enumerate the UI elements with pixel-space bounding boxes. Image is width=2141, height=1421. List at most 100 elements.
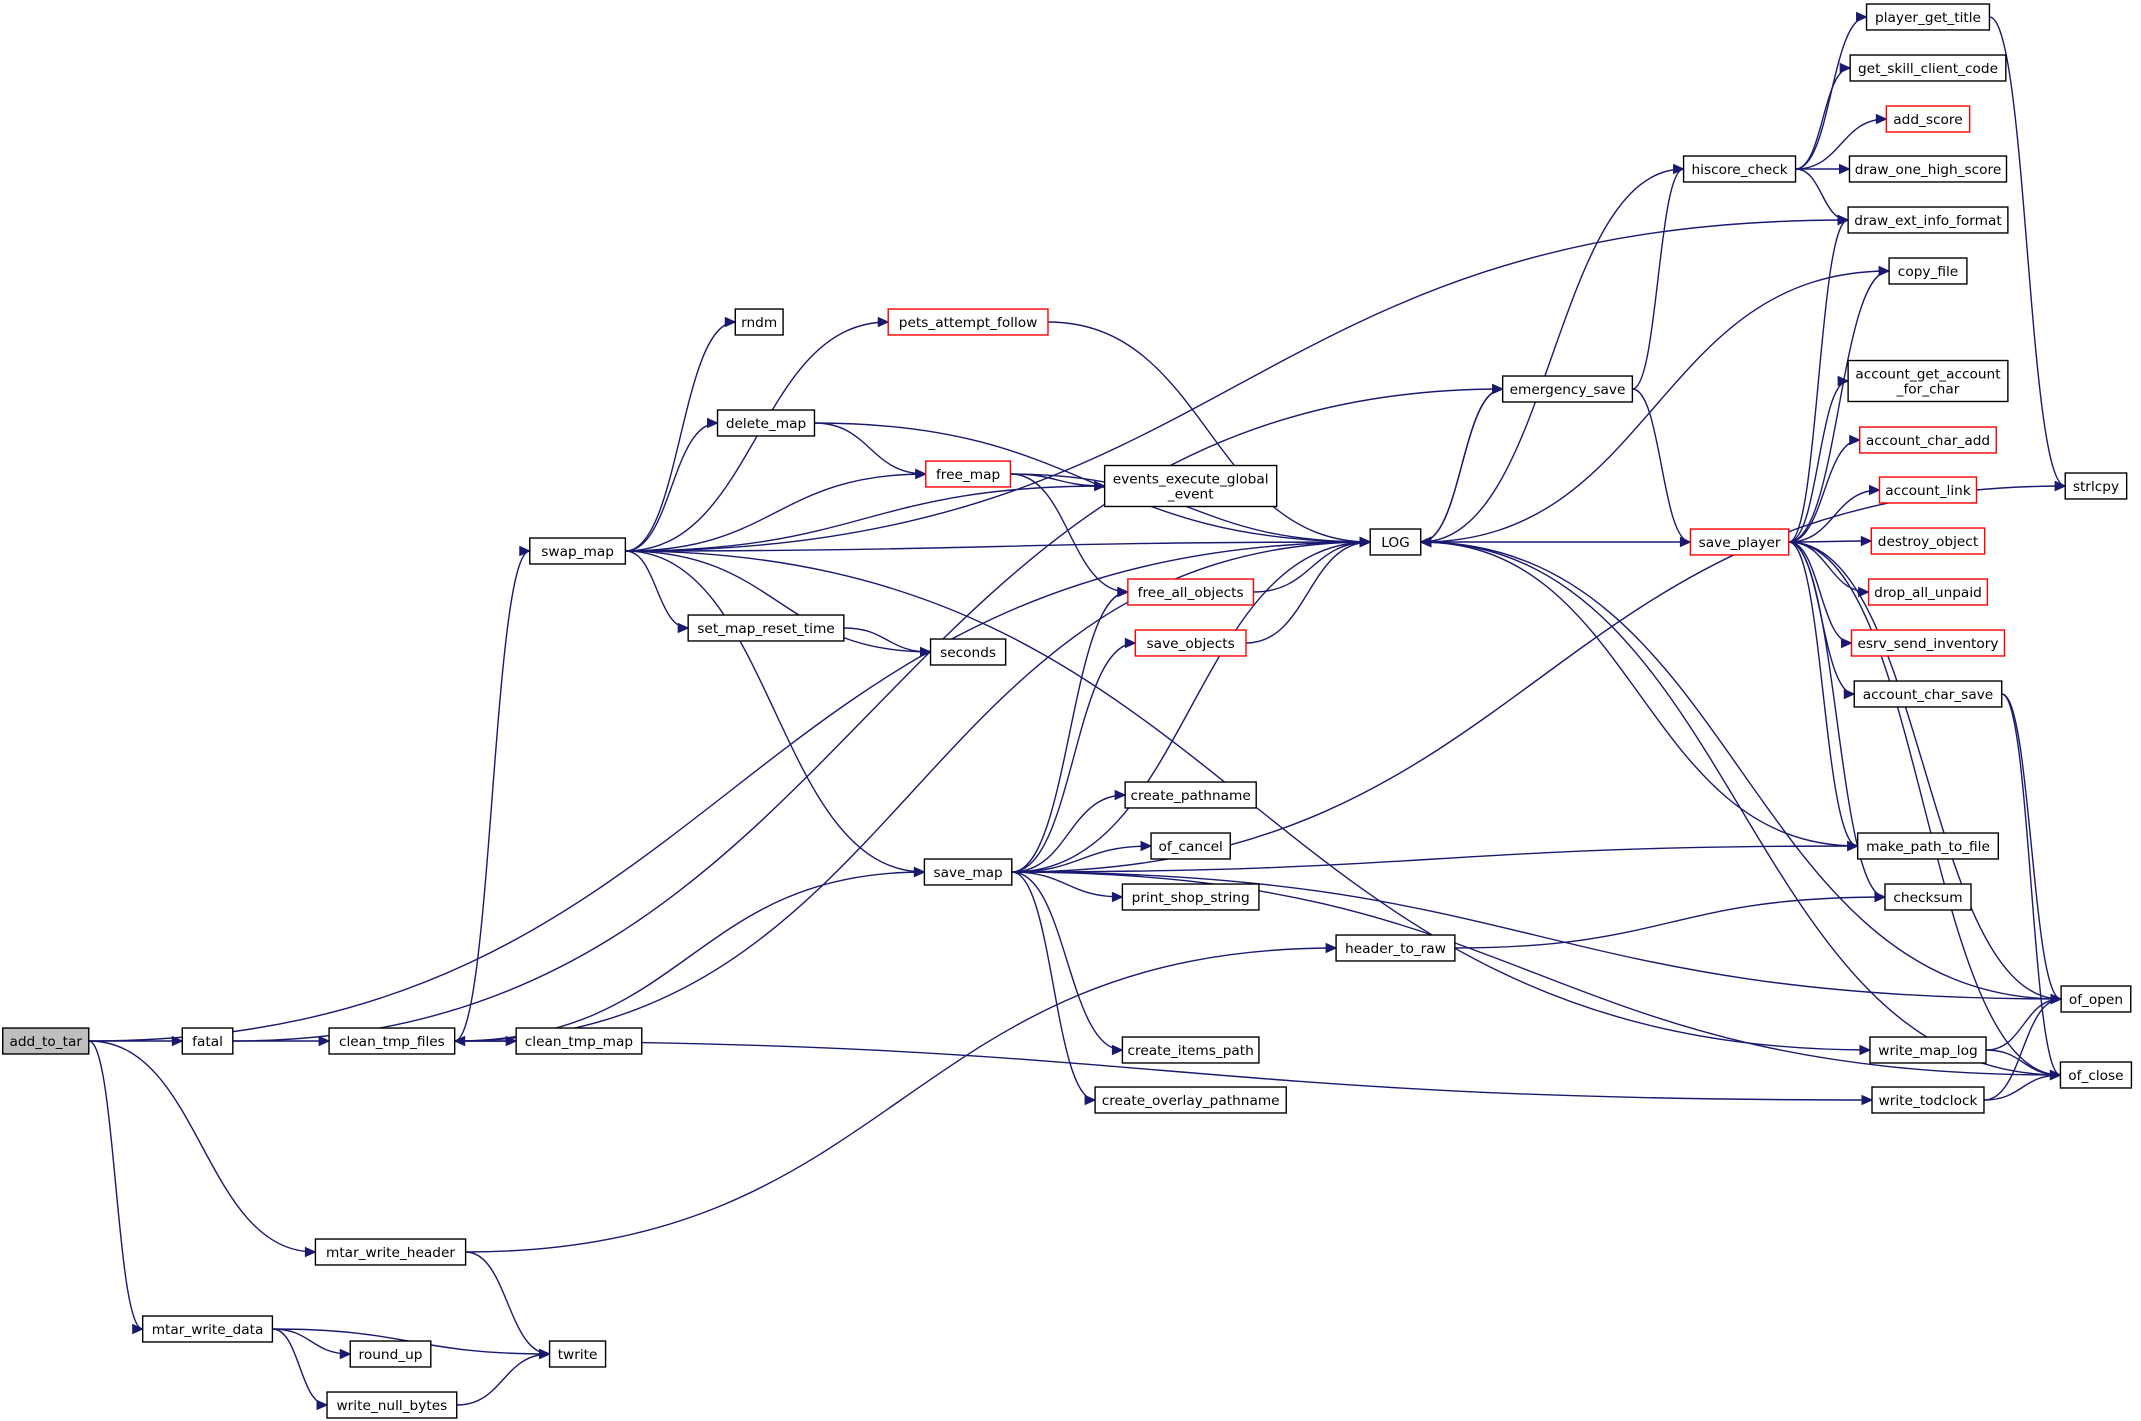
node-write_todclock[interactable]: write_todclock bbox=[1871, 1086, 1985, 1114]
node-strlcpy[interactable]: strlcpy bbox=[2064, 472, 2128, 500]
edge-emergency_save-to-save_player bbox=[1632, 388, 1691, 543]
edge-save_map-to-create_overlay_pathname bbox=[1011, 871, 1096, 1101]
edge-swap_map-to-set_map_reset_time bbox=[625, 550, 689, 629]
node-get_skill_client_code[interactable]: get_skill_client_code bbox=[1849, 54, 2007, 82]
node-clean_tmp_files[interactable]: clean_tmp_files bbox=[328, 1027, 456, 1055]
node-destroy_object[interactable]: destroy_object bbox=[1870, 527, 1986, 555]
edge-account_char_save-to-of_open bbox=[2001, 693, 2062, 1000]
node-mtar_write_data[interactable]: mtar_write_data bbox=[141, 1315, 274, 1343]
node-esrv_send_inventory[interactable]: esrv_send_inventory bbox=[1850, 629, 2006, 657]
node-box-destroy_object bbox=[1870, 527, 1986, 555]
node-label-create_pathname: create_pathname bbox=[1131, 788, 1251, 804]
node-box-of_close bbox=[2059, 1061, 2133, 1089]
node-label-strlcpy: strlcpy bbox=[2073, 479, 2119, 495]
edge-hiscore_check-to-add_score bbox=[1795, 118, 1887, 170]
arrowhead-mtar_write_data-to-round_up bbox=[339, 1348, 352, 1360]
node-box-pets_attempt_follow bbox=[887, 308, 1049, 336]
edge-save_map-to-LOG bbox=[1011, 541, 1371, 873]
arrowhead-swap_map-to-pets_attempt_follow bbox=[877, 316, 890, 328]
node-box-drop_all_unpaid bbox=[1867, 578, 1989, 606]
node-label-save_objects: save_objects bbox=[1147, 636, 1235, 652]
node-free_map[interactable]: free_map bbox=[925, 460, 1012, 488]
node-set_map_reset_time[interactable]: set_map_reset_time bbox=[687, 614, 845, 642]
node-print_shop_string[interactable]: print_shop_string bbox=[1121, 883, 1260, 911]
node-label-free_map: free_map bbox=[936, 467, 1000, 483]
node-box-save_player bbox=[1689, 528, 1790, 556]
node-mtar_write_header[interactable]: mtar_write_header bbox=[314, 1238, 467, 1266]
node-label-free_all_objects: free_all_objects bbox=[1138, 585, 1244, 601]
edge-save_player-to-make_path_to_file bbox=[1788, 541, 1858, 847]
node-account_char_add[interactable]: account_char_add bbox=[1859, 426, 1997, 454]
node-drop_all_unpaid[interactable]: drop_all_unpaid bbox=[1867, 578, 1989, 606]
edge-save_map-to-free_all_objects bbox=[1011, 591, 1128, 873]
arrowhead-save_map-to-free_all_objects bbox=[1117, 586, 1130, 598]
arrowhead-header_to_raw-to-checksum bbox=[1874, 891, 1887, 903]
node-free_all_objects[interactable]: free_all_objects bbox=[1127, 578, 1255, 606]
node-draw_one_high_score[interactable]: draw_one_high_score bbox=[1848, 155, 2008, 183]
node-account_char_save[interactable]: account_char_save bbox=[1853, 680, 2003, 708]
node-box-create_items_path bbox=[1121, 1036, 1260, 1064]
node-save_objects[interactable]: save_objects bbox=[1134, 629, 1247, 657]
node-make_path_to_file[interactable]: make_path_to_file bbox=[1856, 832, 2000, 860]
edge-add_to_tar-to-mtar_write_data bbox=[88, 1040, 143, 1330]
node-label-events_execute_global_event: _event bbox=[1167, 487, 1214, 503]
node-swap_map[interactable]: swap_map bbox=[529, 537, 627, 565]
node-write_null_bytes[interactable]: write_null_bytes bbox=[326, 1391, 458, 1419]
node-account_get_account_for_char[interactable]: account_get_account_for_char bbox=[1847, 359, 2009, 403]
edge-delete_map-to-free_map bbox=[814, 422, 926, 475]
arrowhead-swap_map-to-rndm bbox=[724, 316, 737, 328]
node-label-clean_tmp_files: clean_tmp_files bbox=[339, 1034, 445, 1050]
node-save_map[interactable]: save_map bbox=[923, 858, 1013, 886]
node-box-get_skill_client_code bbox=[1849, 54, 2007, 82]
node-label-clean_tmp_map: clean_tmp_map bbox=[525, 1034, 633, 1050]
node-label-delete_map: delete_map bbox=[726, 416, 806, 432]
node-checksum[interactable]: checksum bbox=[1884, 883, 1972, 911]
node-seconds[interactable]: seconds bbox=[929, 638, 1007, 666]
node-box-emergency_save bbox=[1501, 375, 1634, 403]
arrowhead-save_map-to-save_objects bbox=[1124, 637, 1137, 649]
node-twrite[interactable]: twrite bbox=[548, 1340, 607, 1368]
node-label-account_link: account_link bbox=[1885, 483, 1971, 499]
edge-write_todclock-to-of_open bbox=[1983, 998, 2062, 1101]
edge-save_map-to-make_path_to_file bbox=[1011, 845, 1858, 873]
node-write_map_log[interactable]: write_map_log bbox=[1869, 1036, 1987, 1064]
arrowhead-delete_map-to-free_map bbox=[915, 468, 927, 480]
node-pets_attempt_follow[interactable]: pets_attempt_follow bbox=[887, 308, 1049, 336]
node-copy_file[interactable]: copy_file bbox=[1888, 257, 1968, 285]
edge-emergency_save-to-hiscore_check bbox=[1632, 168, 1684, 390]
node-label-seconds: seconds bbox=[940, 645, 996, 661]
node-emergency_save[interactable]: emergency_save bbox=[1501, 375, 1634, 403]
node-box-round_up bbox=[349, 1340, 432, 1368]
arrowhead-swap_map-to-delete_map bbox=[707, 417, 719, 429]
node-of_open[interactable]: of_open bbox=[2060, 985, 2132, 1013]
arrowhead-mtar_write_header-to-header_to_raw bbox=[1325, 942, 1338, 954]
node-box-fatal bbox=[181, 1027, 234, 1055]
node-create_items_path[interactable]: create_items_path bbox=[1121, 1036, 1260, 1064]
edge-free_map-to-free_all_objects bbox=[1010, 473, 1128, 593]
arrowhead-LOG-to-clean_tmp_files bbox=[453, 1035, 466, 1047]
node-box-draw_ext_info_format bbox=[1847, 206, 2009, 234]
node-hiscore_check[interactable]: hiscore_check bbox=[1682, 155, 1797, 183]
node-label-of_cancel: of_cancel bbox=[1158, 839, 1222, 855]
node-draw_ext_info_format[interactable]: draw_ext_info_format bbox=[1847, 206, 2009, 234]
node-clean_tmp_map[interactable]: clean_tmp_map bbox=[515, 1027, 643, 1055]
node-add_to_tar[interactable]: add_to_tar bbox=[2, 1027, 90, 1055]
node-delete_map[interactable]: delete_map bbox=[716, 409, 816, 437]
node-add_score[interactable]: add_score bbox=[1885, 105, 1971, 133]
node-fatal[interactable]: fatal bbox=[181, 1027, 234, 1055]
node-events_execute_global_event[interactable]: events_execute_global_event bbox=[1103, 464, 1278, 508]
node-header_to_raw[interactable]: header_to_raw bbox=[1335, 934, 1456, 962]
node-box-mtar_write_header bbox=[314, 1238, 467, 1266]
node-create_overlay_pathname[interactable]: create_overlay_pathname bbox=[1094, 1086, 1287, 1114]
edge-swap_map-to-free_map bbox=[625, 473, 926, 552]
node-of_cancel[interactable]: of_cancel bbox=[1150, 832, 1231, 860]
node-save_player[interactable]: save_player bbox=[1689, 528, 1790, 556]
node-of_close[interactable]: of_close bbox=[2059, 1061, 2133, 1089]
node-LOG[interactable]: LOG bbox=[1369, 528, 1422, 556]
node-create_pathname[interactable]: create_pathname bbox=[1124, 781, 1257, 809]
node-account_link[interactable]: account_link bbox=[1878, 476, 1978, 504]
node-round_up[interactable]: round_up bbox=[349, 1340, 432, 1368]
node-rndm[interactable]: rndm bbox=[734, 308, 784, 336]
node-player_get_title[interactable]: player_get_title bbox=[1865, 3, 1991, 31]
